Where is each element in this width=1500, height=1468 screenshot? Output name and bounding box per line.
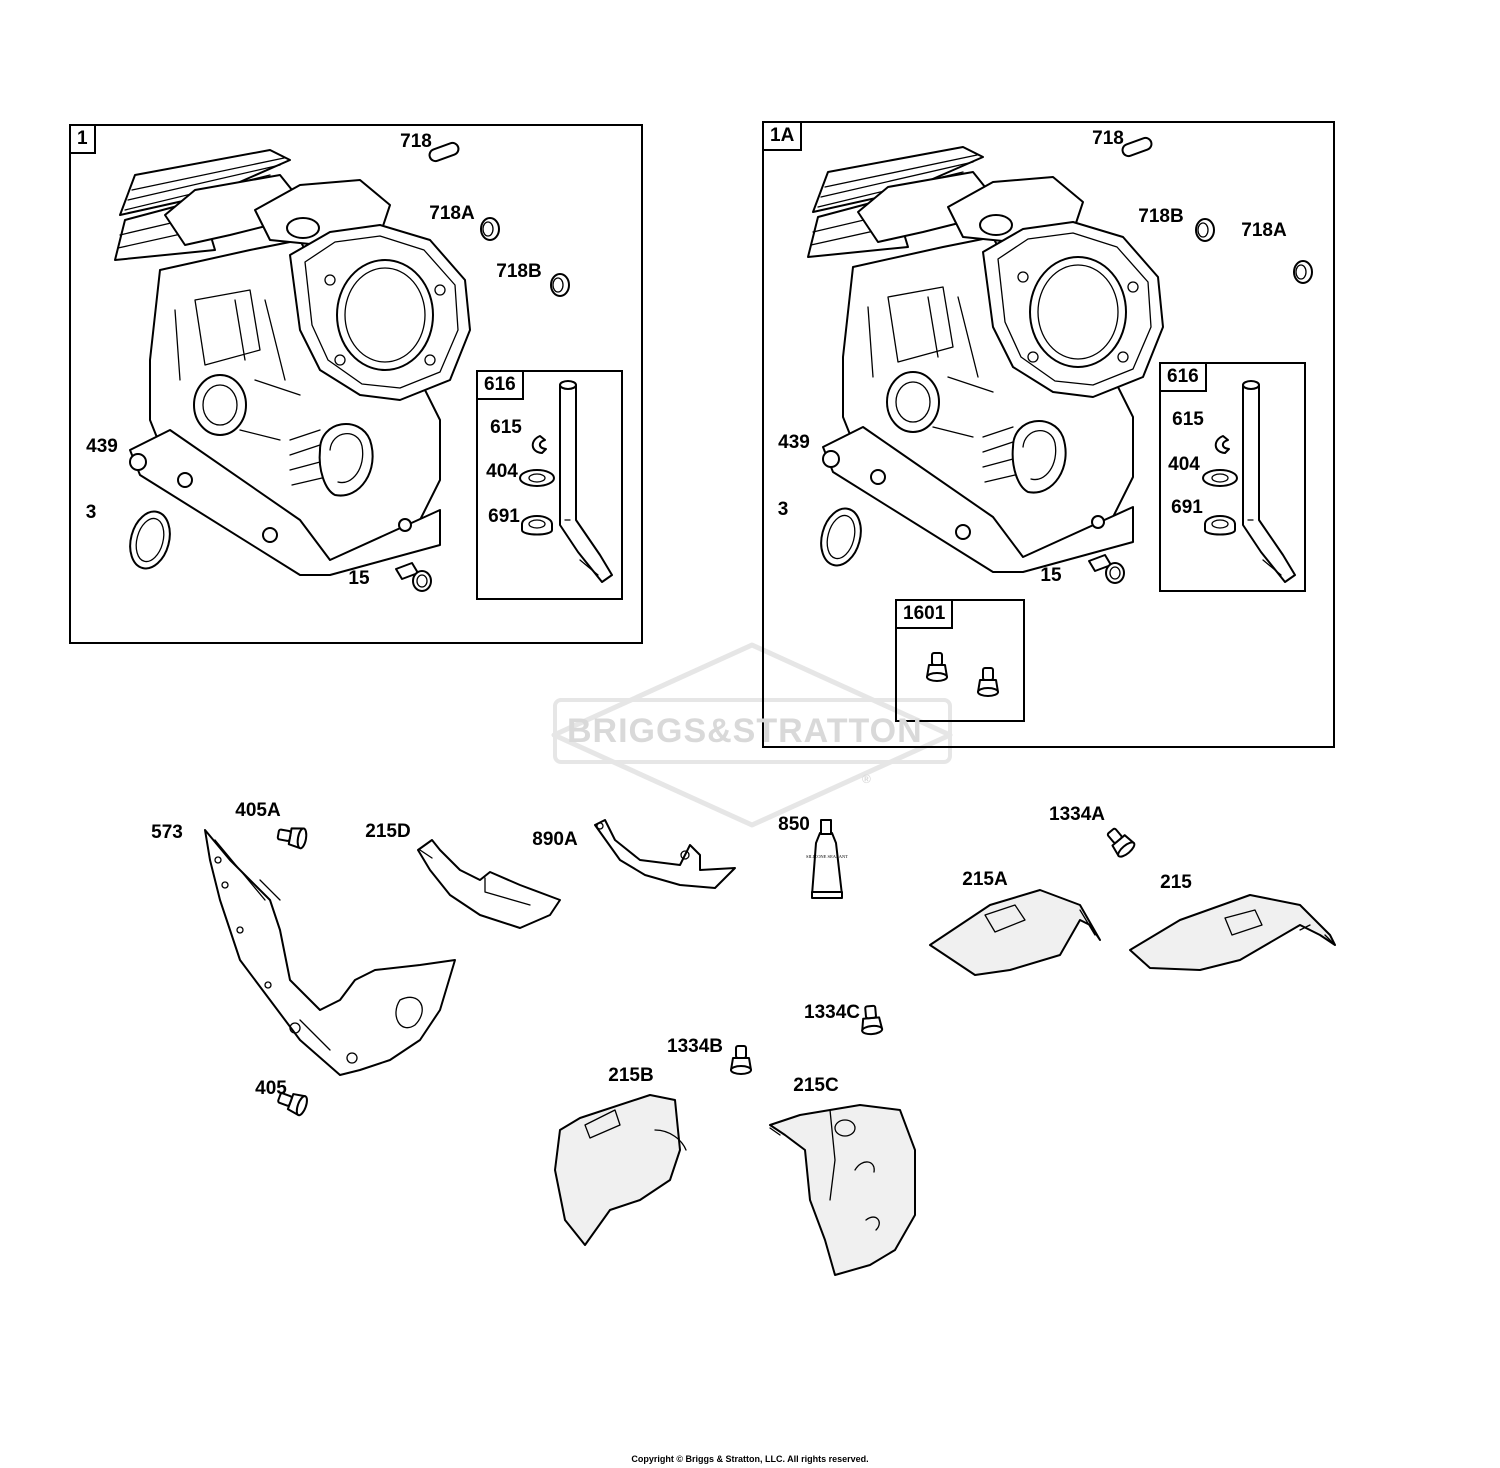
panel-1a-tag: 1A	[764, 123, 803, 151]
callout-850: 850	[778, 814, 810, 835]
callout-573: 573	[151, 822, 183, 843]
callout-3: 3	[777, 499, 789, 520]
callout-215a: 215A	[962, 869, 1008, 890]
callout-215d: 215D	[365, 821, 411, 842]
panel-1a-subpanel-616-tag: 616	[1161, 364, 1207, 392]
callout-439: 439	[778, 432, 810, 453]
callout-404: 404	[486, 461, 518, 482]
callout-890a: 890A	[532, 829, 578, 850]
sealant-label: SILICONE SEALANT	[806, 854, 848, 859]
callout-718a: 718A	[429, 203, 475, 224]
watermark-logo: BRIGGS&STRATTON	[567, 712, 923, 750]
callout-718b: 718B	[496, 261, 542, 282]
callout-718: 718	[1092, 128, 1124, 149]
callout-718b: 718B	[1138, 206, 1184, 227]
panel-1-subpanel-616-tag: 616	[478, 372, 524, 400]
callout-1334b: 1334B	[667, 1036, 723, 1057]
panel-1a-frame: 1A	[762, 121, 1335, 748]
watermark-registered-mark: ®	[862, 772, 872, 786]
callout-615: 615	[1172, 409, 1204, 430]
callout-1334a: 1334A	[1049, 804, 1105, 825]
callout-215c: 215C	[793, 1075, 839, 1096]
callout-718: 718	[400, 131, 432, 152]
copyright-notice: Copyright © Briggs & Stratton, LLC. All …	[631, 1454, 869, 1464]
callout-215b: 215B	[608, 1065, 654, 1086]
callout-405a: 405A	[235, 800, 281, 821]
panel-1-frame: 1	[69, 124, 643, 644]
callout-404: 404	[1168, 454, 1200, 475]
callout-615: 615	[490, 417, 522, 438]
callout-215: 215	[1160, 872, 1192, 893]
callout-15: 15	[348, 568, 370, 589]
panel-1-subpanel-616: 616	[476, 370, 623, 600]
callout-691: 691	[1171, 497, 1203, 518]
callout-405: 405	[255, 1078, 287, 1099]
panel-1-tag: 1	[71, 126, 96, 154]
callout-439: 439	[86, 436, 118, 457]
callout-3: 3	[85, 502, 97, 523]
panel-1a-subpanel-1601: 1601	[895, 599, 1025, 722]
callout-15: 15	[1040, 565, 1062, 586]
panel-1a-subpanel-1601-tag: 1601	[897, 601, 954, 629]
callout-718a: 718A	[1241, 220, 1287, 241]
panel-1a-subpanel-616: 616	[1159, 362, 1306, 592]
callout-1334c: 1334C	[804, 1002, 860, 1023]
callout-691: 691	[488, 506, 520, 527]
